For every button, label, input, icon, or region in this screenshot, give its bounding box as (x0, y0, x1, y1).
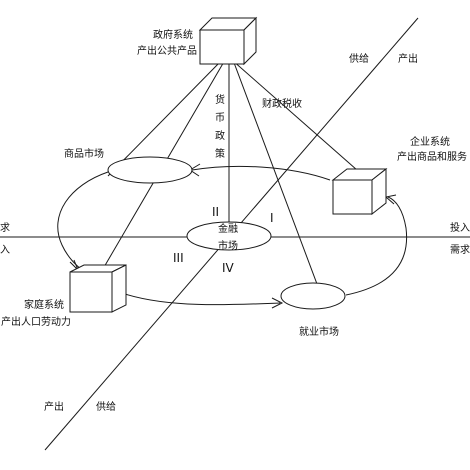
government-label-line2: 产出公共产品 (137, 44, 197, 57)
finance-market-label-line2: 市场 (218, 239, 238, 252)
diagonal-bottom-output-label: 产出 (44, 400, 64, 413)
goods-market-label: 商品市场 (64, 147, 104, 160)
finance-market-label-line1: 金融 (218, 222, 238, 235)
loop-arrow-right (384, 194, 397, 205)
circulation-loop-left (57, 171, 109, 273)
gov-to-enterprise-line (231, 59, 358, 171)
monetary-policy-char-4: 策 (215, 147, 225, 160)
quadrant-IV-label: IV (222, 261, 235, 275)
gov-to-employment-line (232, 59, 321, 293)
monetary-policy-char-1: 货 (215, 93, 225, 106)
household-label-line1: 家庭系统 (24, 298, 64, 311)
employment-market-label: 就业市场 (299, 325, 339, 338)
finance-market-ellipse (186, 221, 272, 251)
goods-market-ellipse (107, 156, 193, 184)
household-box (69, 264, 127, 313)
government-label-line1: 政府系统 (153, 28, 193, 41)
enterprise-label-line2: 产出商品和服务 (397, 150, 467, 163)
circulation-loop-bottom (124, 293, 281, 306)
household-label-line2: 产出人口劳动力 (1, 315, 71, 328)
diagonal-bottom-supply-label: 供给 (96, 400, 116, 413)
quadrant-I-label: I (270, 211, 274, 225)
circulation-loop-right (345, 196, 408, 296)
axis-right-bottom-label: 需求 (450, 244, 470, 256)
monetary-policy-char-3: 政 (215, 129, 225, 142)
fiscal-tax-label: 财政税收 (262, 97, 302, 110)
loop-arrow-bottom (271, 297, 284, 309)
circulation-loop-top (191, 165, 331, 181)
government-box (198, 16, 258, 66)
diagonal-top-supply-label: 供给 (349, 52, 369, 65)
gov-to-goods-line (107, 59, 223, 177)
enterprise-box (331, 167, 388, 216)
quadrant-III-label: III (173, 251, 184, 265)
quadrant-II-label: II (212, 205, 219, 219)
employment-market-ellipse (280, 282, 346, 310)
axis-left-top-label: 求 (0, 222, 10, 234)
diagonal-top-output-label: 产出 (398, 52, 418, 65)
monetary-policy-char-2: 币 (215, 112, 225, 124)
enterprise-label-line1: 企业系统 (410, 135, 450, 148)
axis-left-bottom-label: 入 (0, 245, 10, 256)
axis-right-top-label: 投入 (450, 221, 470, 234)
